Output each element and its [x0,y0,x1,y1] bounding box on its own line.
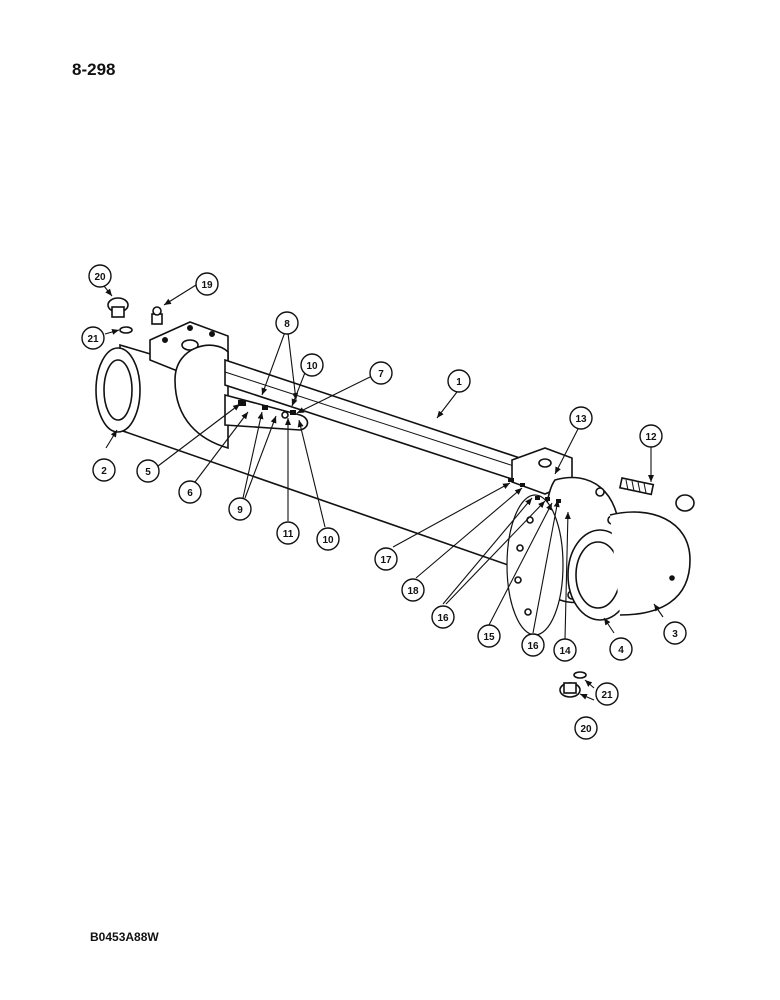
callout-21-top: 21 [81,326,105,350]
callout-2: 2 [92,458,116,482]
callouts: 1 2 3 4 5 6 7 8 9 10 10 11 12 13 14 15 1… [81,264,687,740]
callout-13: 13 [569,406,593,430]
callout-7: 7 [369,361,393,385]
callout-18: 18 [401,578,425,602]
o-ring-top [119,326,133,334]
end-cover [609,511,691,616]
callout-6: 6 [178,480,202,504]
svg-text:6: 6 [187,488,193,499]
callout-4: 4 [609,637,633,661]
callout-11: 11 [276,521,300,545]
svg-text:2: 2 [101,466,107,477]
o-ring-bottom [573,671,587,679]
svg-text:9: 9 [237,505,243,516]
svg-text:16: 16 [527,641,539,652]
plug-bottom [559,682,581,698]
callout-20-bottom: 20 [574,716,598,740]
svg-text:16: 16 [437,613,449,624]
callout-1: 1 [447,369,471,393]
callout-21-bottom: 21 [595,682,619,706]
svg-text:8: 8 [284,319,290,330]
svg-text:18: 18 [407,586,419,597]
callout-10-upper: 10 [300,353,324,377]
svg-text:13: 13 [575,414,587,425]
callout-8: 8 [275,311,299,335]
svg-text:4: 4 [618,645,624,656]
svg-text:21: 21 [601,690,613,701]
callout-16-right: 16 [521,633,545,657]
nut [675,494,695,512]
svg-text:14: 14 [559,646,571,657]
page-number: 8-298 [72,60,116,79]
svg-text:21: 21 [87,334,99,345]
stud [618,477,655,496]
leader-lines [103,284,664,701]
collar-ring [174,344,229,450]
grease-fitting [151,306,163,325]
svg-text:7: 7 [378,369,384,380]
callout-19: 19 [195,272,219,296]
svg-text:15: 15 [483,632,495,643]
callout-14: 14 [553,638,577,662]
callout-15: 15 [477,624,501,648]
callout-20-top: 20 [88,264,112,288]
svg-text:20: 20 [94,272,106,283]
svg-text:20: 20 [580,724,592,735]
plug-top [107,297,129,318]
callout-3: 3 [663,621,687,645]
callout-16-left: 16 [431,605,455,629]
callout-9: 9 [228,497,252,521]
callout-10-lower: 10 [316,527,340,551]
figure-code: B0453A88W [90,930,159,944]
svg-text:17: 17 [380,555,392,566]
callout-5: 5 [136,459,160,483]
svg-text:19: 19 [201,280,213,291]
svg-text:11: 11 [283,529,294,540]
callout-12: 12 [639,424,663,448]
svg-text:5: 5 [145,467,151,478]
svg-text:3: 3 [672,629,678,640]
svg-text:10: 10 [322,535,334,546]
svg-text:1: 1 [456,377,462,388]
svg-text:10: 10 [306,361,318,372]
callout-17: 17 [374,547,398,571]
svg-text:12: 12 [645,432,657,443]
